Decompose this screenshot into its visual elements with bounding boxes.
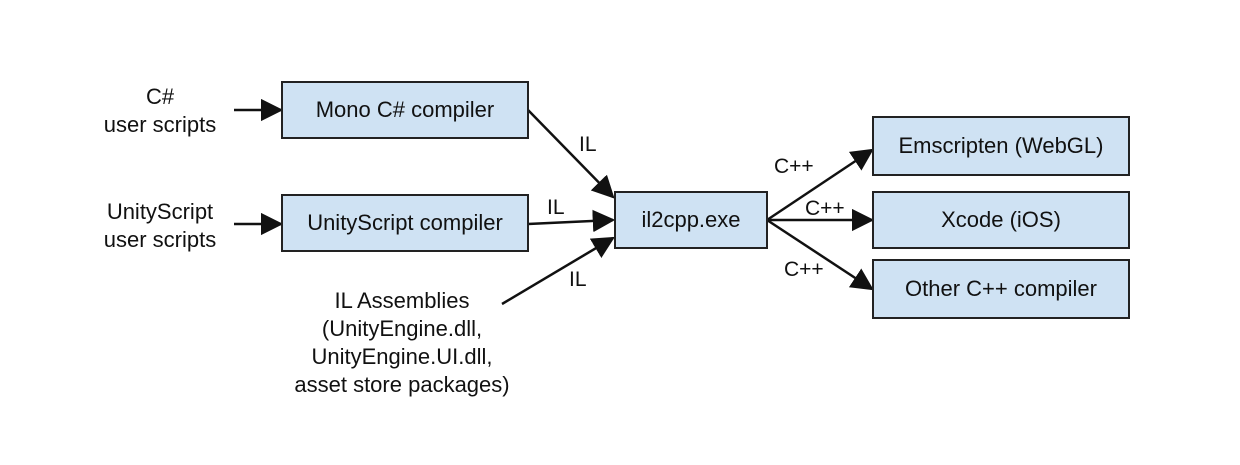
- other-cpp-compiler-box: Other C++ compiler: [872, 259, 1130, 319]
- arrow-il2cpp-to-other: [766, 218, 874, 291]
- edge-label-il-unityscript: IL: [547, 196, 565, 219]
- mono-compiler-box: Mono C# compiler: [281, 81, 529, 139]
- il-assemblies-line-2: (UnityEngine.dll,: [321, 316, 483, 341]
- arrow-mono-to-il2cpp: [527, 109, 615, 199]
- edge-label-cpp-xcode: C++: [805, 197, 845, 220]
- il-assemblies-line-3: UnityEngine.UI.dll,: [311, 344, 493, 369]
- edge-label-il-mono: IL: [579, 133, 597, 156]
- il-assemblies-label: IL Assemblies (UnityEngine.dll, UnityEng…: [272, 287, 532, 399]
- csharp-input-line-2: user scripts: [103, 112, 217, 137]
- emscripten-box: Emscripten (WebGL): [872, 116, 1130, 176]
- arrow-unityscript-to-il2cpp: [527, 209, 616, 233]
- unityscript-input-line-1: UnityScript: [106, 199, 214, 224]
- csharp-input-label: C# user scripts: [90, 83, 230, 139]
- xcode-box: Xcode (iOS): [872, 191, 1130, 249]
- il-assemblies-line-4: asset store packages): [294, 372, 510, 397]
- edge-label-il-assemblies: IL: [569, 268, 587, 291]
- unityscript-compiler-box: UnityScript compiler: [281, 194, 529, 252]
- edge-label-cpp-other: C++: [784, 258, 824, 281]
- arrow-assemblies-to-il2cpp: [501, 236, 615, 306]
- edge-label-cpp-emscripten: C++: [774, 155, 814, 178]
- il2cpp-box: il2cpp.exe: [614, 191, 768, 249]
- arrow-il2cpp-to-emscripten: [766, 148, 874, 222]
- unityscript-input-line-2: user scripts: [103, 227, 217, 252]
- unityscript-input-label: UnityScript user scripts: [90, 198, 230, 254]
- il-assemblies-line-1: IL Assemblies: [334, 288, 470, 313]
- csharp-input-line-1: C#: [145, 84, 175, 109]
